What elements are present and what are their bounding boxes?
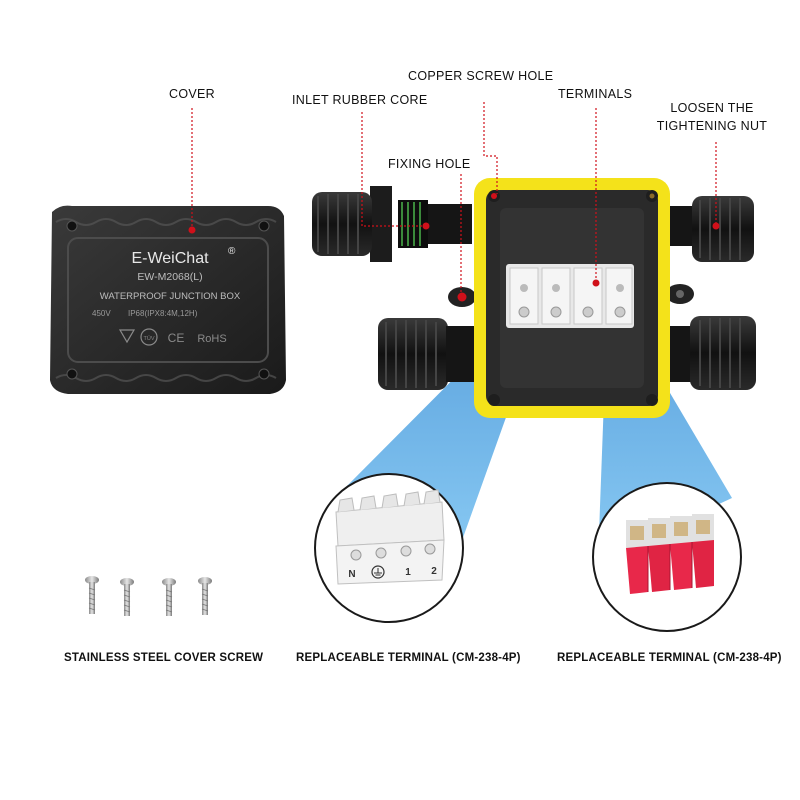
- tuv-text: TÜV: [144, 335, 155, 342]
- copper-screw-hole-label: COPPER SCREW HOLE: [408, 69, 554, 83]
- inlet-rubber-core-label: INLET RUBBER CORE: [292, 93, 428, 107]
- terminal-left-caption: REPLACEABLE TERMINAL (CM-238-4P): [296, 652, 521, 664]
- rating-text: IP68(IPX8:4M,12H): [128, 309, 198, 318]
- fixing-hole-label: FIXING HOLE: [388, 157, 471, 171]
- loosen-nut-label-line2: TIGHTENING NUT: [656, 119, 768, 133]
- fixing-hole-marker: [457, 292, 467, 302]
- gland-bottom-left: [378, 318, 476, 390]
- inlet-callout-line: [361, 112, 424, 227]
- terminal-inset-left: N 1 2: [314, 473, 464, 623]
- cover-label: COVER: [169, 87, 215, 101]
- model-text: EW-M2068(L): [137, 271, 202, 283]
- brand-text: E-WeiChat: [131, 250, 209, 267]
- junction-box: [312, 178, 756, 418]
- registered-mark: ®: [228, 246, 236, 257]
- inlet-marker: [422, 222, 430, 230]
- terminal-inset-right: [592, 482, 742, 632]
- product-text: WATERPROOF JUNCTION BOX: [100, 291, 241, 302]
- lever-1: [626, 546, 648, 594]
- screw-2: [120, 578, 134, 616]
- terminal-right-caption: REPLACEABLE TERMINAL (CM-238-4P): [557, 652, 782, 664]
- lever-3: [670, 542, 692, 590]
- cover-screws: [85, 576, 212, 616]
- gland-top-right: [668, 196, 754, 262]
- cover-marking: E-WeiChat ® EW-M2068(L) WATERPROOF JUNCT…: [92, 246, 241, 346]
- copper-screw-hole-marker: [491, 193, 497, 199]
- terminals-label: TERMINALS: [558, 87, 633, 101]
- warning-triangle-icon: [118, 329, 136, 344]
- terminal-block: [506, 264, 634, 328]
- tuv-seal-icon: [140, 328, 158, 346]
- loosen-marker: [712, 222, 720, 230]
- loosen-nut-label-line1: LOOSEN THE: [670, 101, 754, 115]
- gland-top-left: [312, 186, 472, 262]
- callout-lines: [191, 102, 717, 294]
- terminal-n-label: N: [348, 569, 355, 580]
- voltage-text: 450V: [92, 309, 111, 318]
- screw-4: [198, 577, 212, 615]
- screws-caption: STAINLESS STEEL COVER SCREW: [64, 652, 264, 664]
- screw-3: [162, 578, 176, 616]
- cover-marker: [188, 226, 196, 234]
- copper-callout-line: [483, 102, 498, 194]
- screw-1: [85, 576, 99, 614]
- terminals-marker: [592, 279, 600, 287]
- ground-icon: [371, 565, 385, 579]
- terminal-1-label: 1: [405, 567, 411, 578]
- ce-text: CE: [168, 331, 185, 345]
- gland-bottom-right: [668, 316, 756, 390]
- lever-4: [692, 540, 714, 588]
- lever-2: [648, 544, 670, 592]
- terminal-2-label: 2: [431, 566, 437, 577]
- rohs-text: RoHS: [197, 333, 226, 345]
- cover-plate: [50, 205, 286, 394]
